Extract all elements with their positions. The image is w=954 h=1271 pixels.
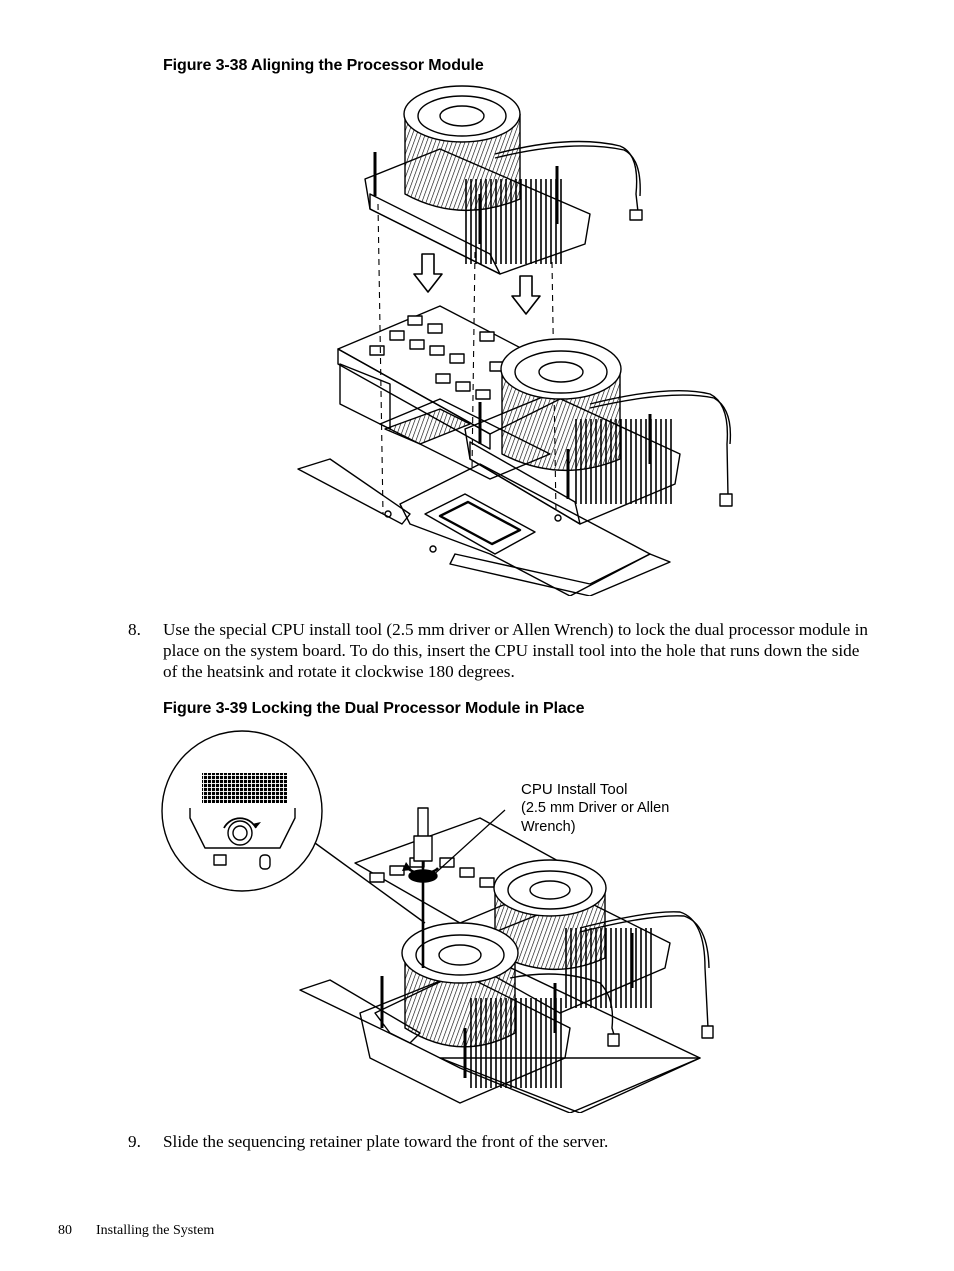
figure-3-39-illustration xyxy=(160,728,720,1113)
processor-module-top xyxy=(364,85,643,275)
figure-3-39-caption: Figure 3-39 Locking the Dual Processor M… xyxy=(163,700,585,717)
page-number: 80 xyxy=(58,1223,72,1238)
callout-detail: (2.5 mm Driver or Allen Wrench) xyxy=(521,800,670,835)
footer-section-title: Installing the System xyxy=(96,1223,215,1238)
callout-title: CPU Install Tool xyxy=(521,781,628,798)
processor-module-installed xyxy=(464,338,733,525)
step-number: 9. xyxy=(128,1132,141,1151)
cpu-install-tool-callout: CPU Install Tool (2.5 mm Driver or Allen… xyxy=(521,780,721,837)
socket-frame xyxy=(297,458,671,596)
step-number: 8. xyxy=(128,620,141,639)
figure-3-38-caption: Figure 3-38 Aligning the Processor Modul… xyxy=(163,57,484,74)
step-text: Use the special CPU install tool (2.5 mm… xyxy=(163,620,868,681)
cpu-install-tool xyxy=(402,807,506,968)
figure-3-38-illustration xyxy=(290,84,750,596)
zoom-inset xyxy=(161,730,426,924)
step-text: Slide the sequencing retainer plate towa… xyxy=(163,1132,609,1151)
processor-module-back xyxy=(479,859,714,1039)
processor-module-front xyxy=(359,922,620,1104)
processor-board xyxy=(337,305,591,480)
down-arrow-icon xyxy=(413,253,541,315)
